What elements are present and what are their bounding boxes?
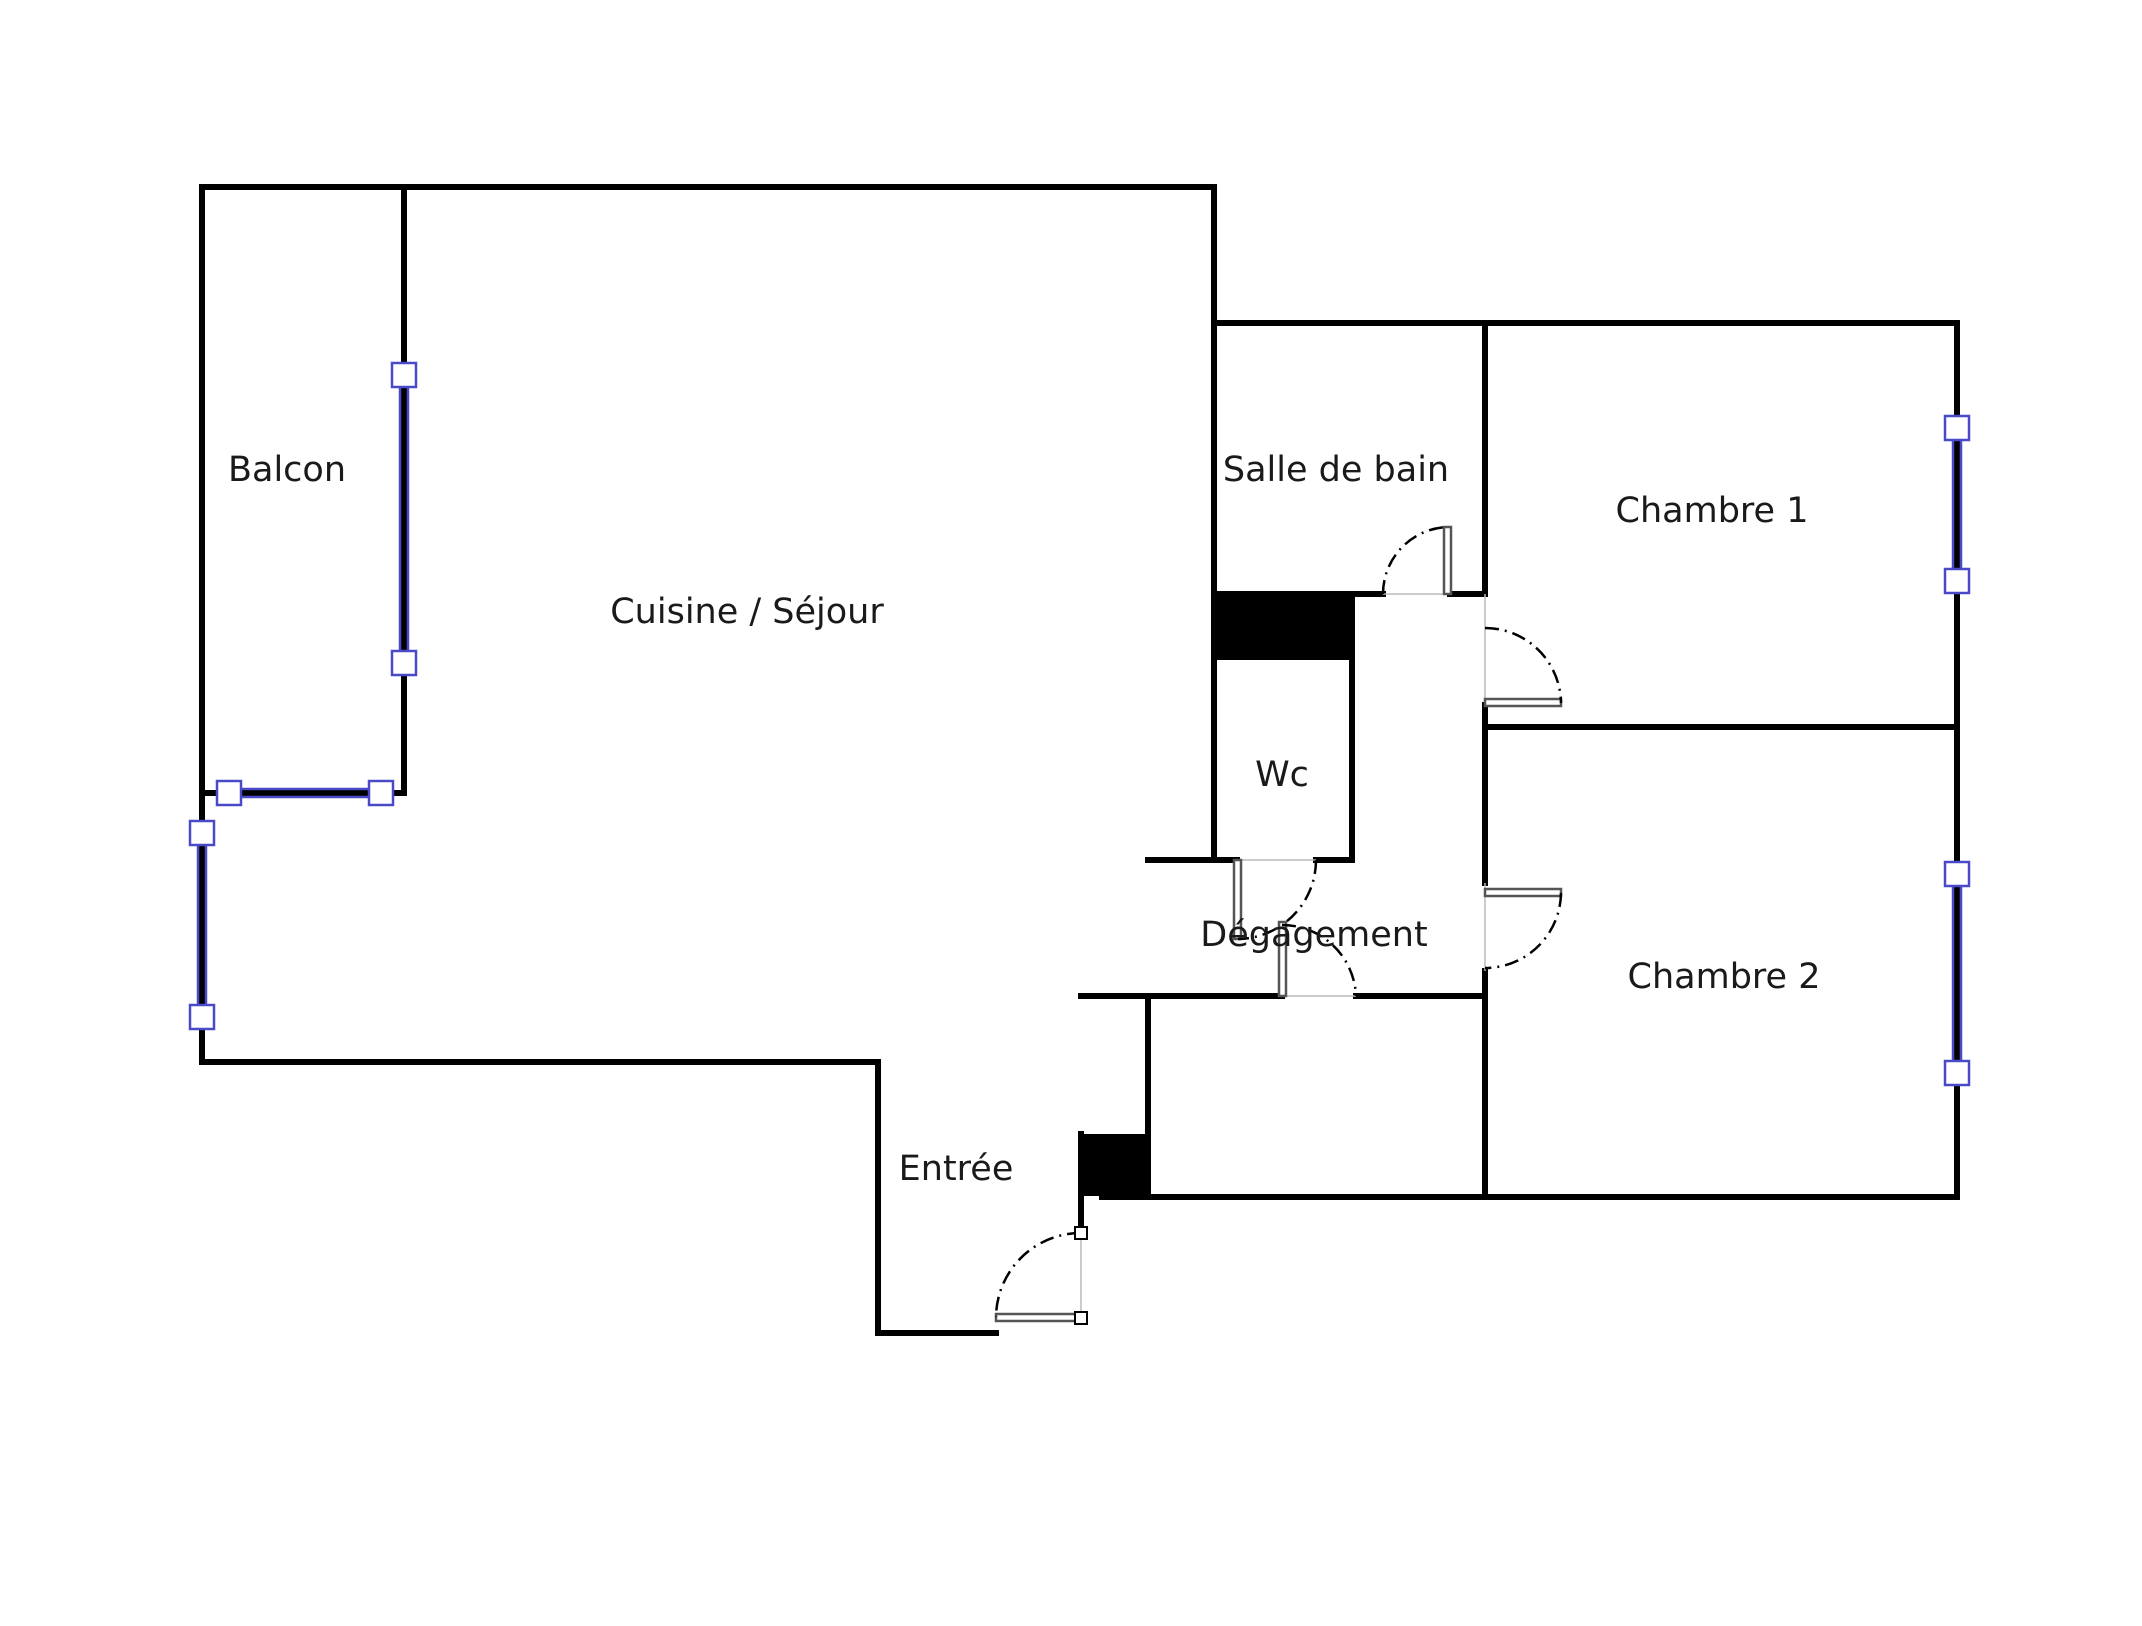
room-label-chambre-2: Chambre 2: [1628, 957, 1821, 997]
window-chambre-2: [1943, 860, 1971, 1087]
room-label-entree: Entrée: [899, 1149, 1014, 1189]
door-entree: [994, 1226, 1088, 1325]
room-label-chambre-1: Chambre 1: [1616, 491, 1809, 531]
door-degagement: [1277, 920, 1358, 998]
door-chambre-2: [1483, 883, 1563, 971]
door-salle-de-bain: [1381, 525, 1453, 596]
door-chambre-1: [1483, 594, 1563, 708]
ducts: [1081, 594, 1352, 1196]
room-label-balcon: Balcon: [228, 450, 346, 490]
room-label-wc: Wc: [1255, 755, 1309, 795]
room-label-salle-de-bain: Salle de bain: [1223, 450, 1449, 490]
room-label-cuisine-sejour: Cuisine / Séjour: [610, 592, 884, 632]
window-chambre-1: [1943, 414, 1971, 595]
window-balcon-vertical: [390, 361, 418, 677]
window-balcon-horizontal: [215, 779, 395, 807]
walls: [199, 184, 1960, 1336]
room-labels: Balcon Cuisine / Séjour Salle de bain Wc…: [228, 450, 1820, 1189]
windows: [188, 361, 1971, 1087]
doors: [994, 525, 1563, 1325]
door-wc: [1232, 858, 1318, 941]
window-living-left: [188, 819, 216, 1031]
duct-upper: [1216, 594, 1352, 660]
duct-entrance: [1081, 1134, 1148, 1196]
room-label-degagement: Dégagement: [1200, 915, 1427, 955]
